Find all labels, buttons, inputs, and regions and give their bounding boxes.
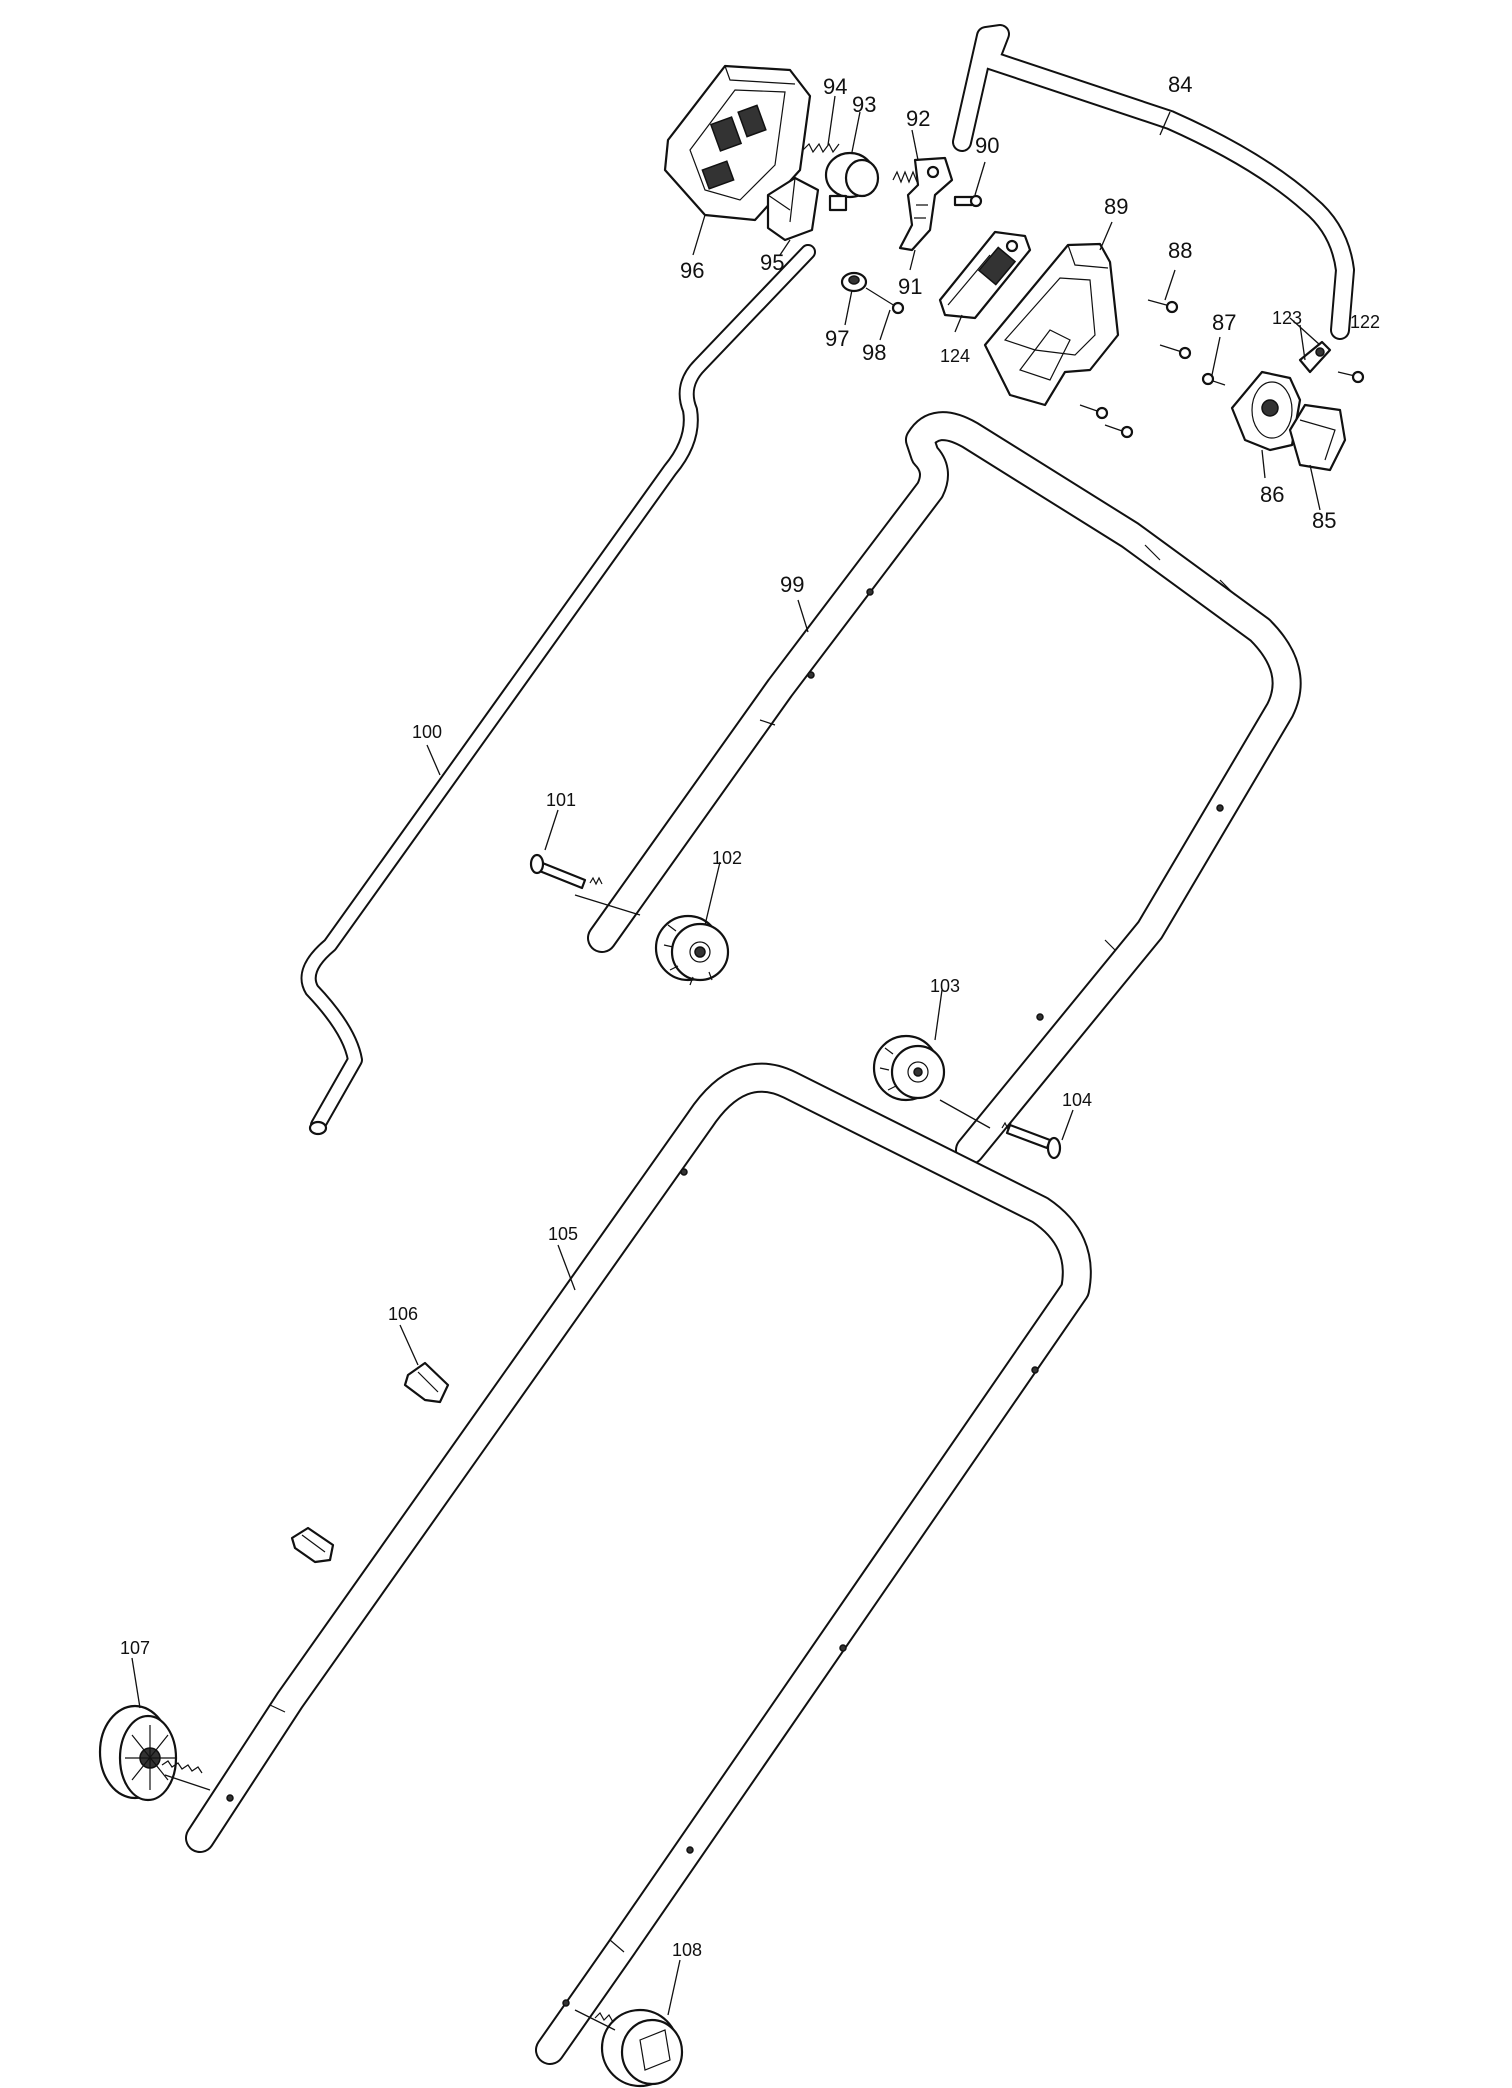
callout-85: 85 xyxy=(1312,508,1336,533)
callout-97: 97 xyxy=(825,326,849,351)
callout-95: 95 xyxy=(760,250,784,275)
part-107-knob xyxy=(98,1704,203,1802)
callout-93: 93 xyxy=(852,92,876,117)
callout-108: 108 xyxy=(672,1940,702,1960)
part-122-screw xyxy=(1337,370,1365,384)
callout-87: 87 xyxy=(1212,310,1236,335)
callout-107: 107 xyxy=(120,1638,150,1658)
part-100-rod xyxy=(300,244,816,1136)
callout-106: 106 xyxy=(388,1304,418,1324)
callout-104: 104 xyxy=(1062,1090,1092,1110)
part-96-battery-housing xyxy=(663,64,812,222)
leader-lines xyxy=(131,95,1321,2031)
part-124-display-panel xyxy=(938,230,1032,320)
part-102-knob xyxy=(654,914,730,986)
callout-89: 89 xyxy=(1104,194,1128,219)
part-106-clip xyxy=(403,1361,450,1404)
callout-99: 99 xyxy=(780,572,804,597)
part-97-clip xyxy=(840,271,868,293)
callout-94: 94 xyxy=(823,74,847,99)
part-85-end-cap xyxy=(1288,403,1347,472)
callout-105: 105 xyxy=(548,1224,578,1244)
part-106-clip-second xyxy=(290,1526,335,1564)
part-94-spring xyxy=(802,142,840,154)
part-84-bail-bar xyxy=(952,24,1355,340)
part-103-knob xyxy=(872,1034,946,1102)
part-87-screw xyxy=(1201,372,1226,386)
callout-92: 92 xyxy=(906,106,930,131)
callout-102: 102 xyxy=(712,848,742,868)
callout-123: 123 xyxy=(1272,308,1302,328)
part-92-spring xyxy=(892,170,918,184)
callout-103: 103 xyxy=(930,976,960,996)
callout-100: 100 xyxy=(412,722,442,742)
callout-labels: 84 85 86 87 88 89 90 91 92 93 94 95 96 9… xyxy=(120,72,1380,1960)
part-104-bolt xyxy=(1001,1121,1062,1160)
callout-122: 122 xyxy=(1350,312,1380,332)
callout-91: 91 xyxy=(898,274,922,299)
callout-98: 98 xyxy=(862,340,886,365)
callout-90: 90 xyxy=(975,133,999,158)
part-95-bracket xyxy=(766,176,820,242)
callout-84: 84 xyxy=(1168,72,1192,97)
callout-124: 124 xyxy=(940,346,970,366)
part-123-link xyxy=(1298,340,1332,374)
callout-96: 96 xyxy=(680,258,704,283)
part-89-handle-housing xyxy=(983,242,1120,407)
part-108-knob xyxy=(594,2008,684,2088)
part-91-switch-lever xyxy=(898,156,954,252)
part-99-upper-handle xyxy=(587,411,1302,1165)
callout-86: 86 xyxy=(1260,482,1284,507)
part-101-bolt xyxy=(529,853,603,890)
part-86-pivot-housing xyxy=(1230,370,1302,452)
part-98-screw xyxy=(865,287,905,315)
callout-101: 101 xyxy=(546,790,576,810)
callout-88: 88 xyxy=(1168,238,1192,263)
part-105-lower-handle xyxy=(185,1062,1092,2065)
part-93-cap xyxy=(824,151,880,212)
part-88-screw xyxy=(1079,299,1192,439)
part-90-screw xyxy=(953,194,983,208)
